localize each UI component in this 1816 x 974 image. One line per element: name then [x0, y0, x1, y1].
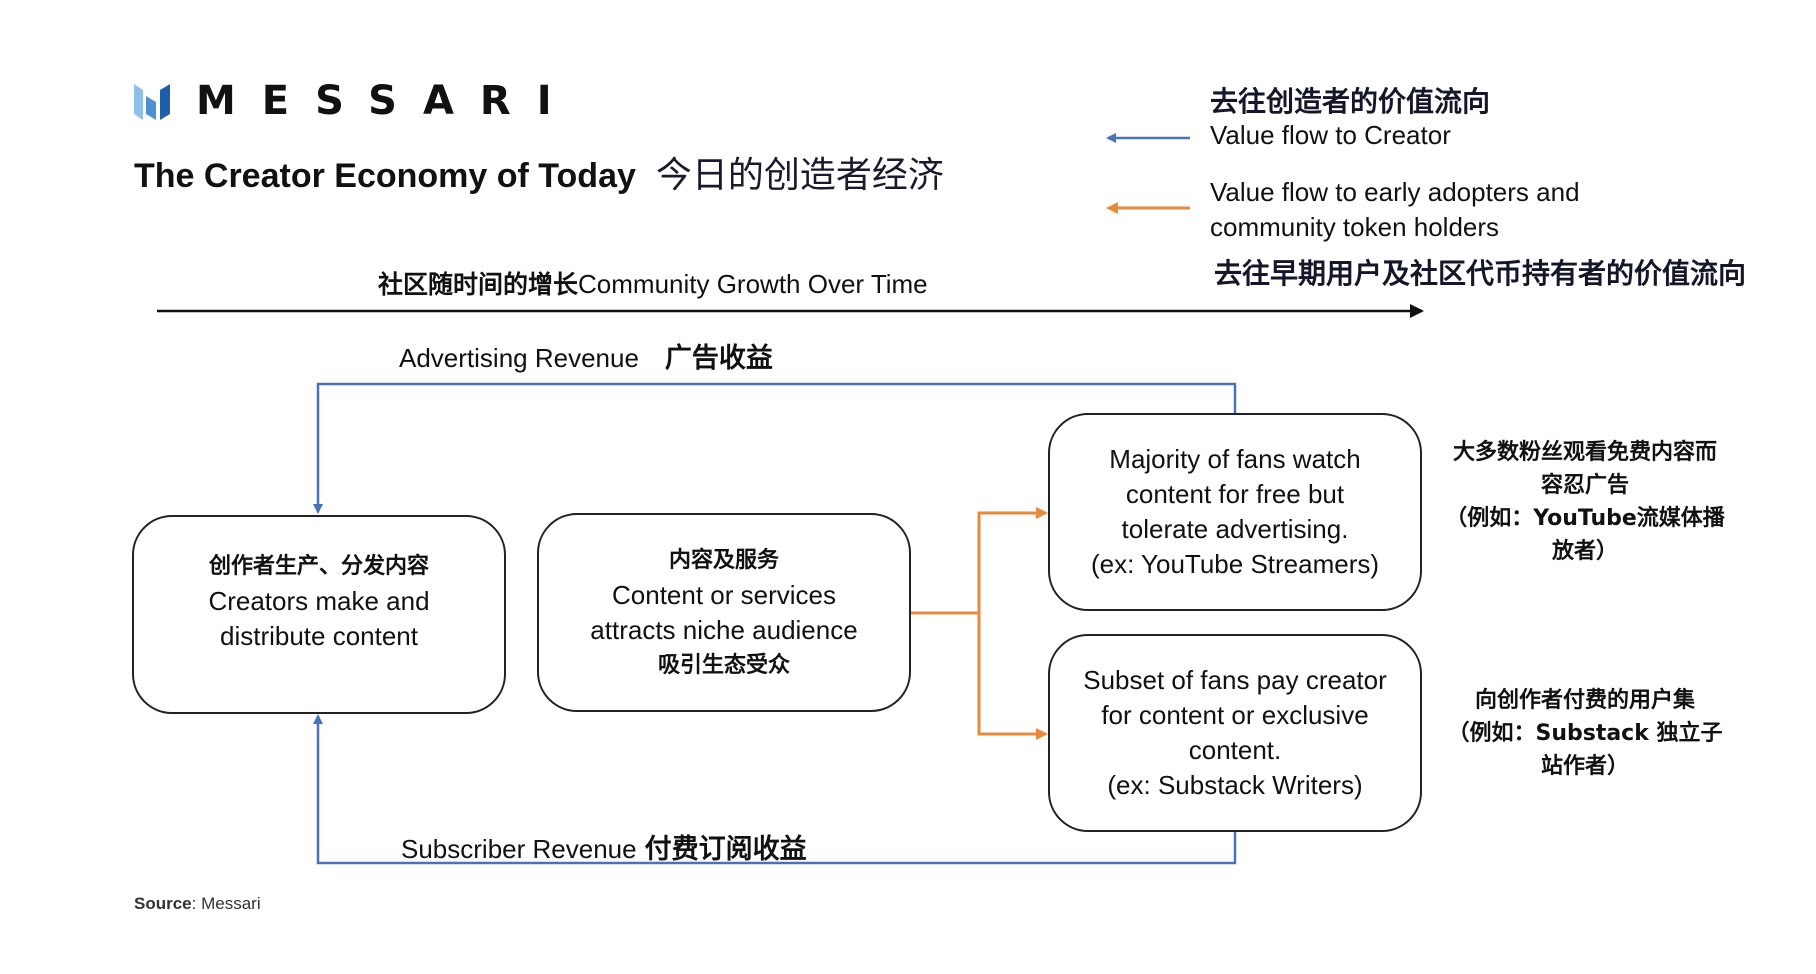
- majority-note-zh: 大多数粉丝观看免费内容而 容忍广告 （例如：YouTube流媒体播 放者）: [1432, 436, 1738, 568]
- content-box-zh-bottom: 吸引生态受众: [657, 652, 790, 678]
- title-zh: 今日的创造者经济: [655, 155, 944, 196]
- subset-note-zh: 向创作者付费的用户集 （例如：Substack 独立子 站作者）: [1440, 684, 1730, 783]
- majority-box-line4: (ex: YouTube Streamers): [1090, 549, 1380, 579]
- subset-box-line1: Subset of fans pay creator: [1083, 665, 1387, 695]
- advertising-revenue-label: Advertising Revenue 广告收益: [399, 336, 773, 375]
- timeline-label: 社区随时间的增长Community Growth Over Time: [378, 265, 928, 301]
- subset-box-line2: for content or exclusive: [1101, 700, 1369, 730]
- creators-box-zh: 创作者生产、分发内容: [208, 554, 429, 579]
- subset-box-line3: content.: [1188, 735, 1282, 765]
- timeline-label-zh: 社区随时间的增长: [378, 270, 579, 299]
- messari-logo-icon: [134, 84, 170, 120]
- source-label: Source: [134, 894, 192, 913]
- subscriber-flow-line: [313, 714, 1237, 865]
- creators-box-en-line1: Creators make and: [208, 586, 430, 616]
- subset-note-line2: （例如：Substack 独立子: [1447, 721, 1723, 746]
- majority-box-line3: tolerate advertising.: [1121, 514, 1349, 544]
- advertising-flow-line: [313, 382, 1237, 514]
- subscriber-label-en: Subscriber Revenue: [401, 834, 637, 864]
- legend-orange-label-line1: Value flow to early adopters and: [1210, 177, 1580, 207]
- source-value: : Messari: [191, 894, 261, 913]
- content-box: 内容及服务 Content or services attracts niche…: [537, 513, 911, 712]
- subscriber-label-zh: 付费订阅收益: [644, 834, 807, 865]
- orange-flow-to-majority: [977, 507, 1048, 613]
- content-box-zh-top: 内容及服务: [668, 547, 779, 573]
- majority-box-line1: Majority of fans watch: [1109, 444, 1361, 474]
- legend-orange-footer: 去往早期用户及社区代币持有者的价值流向: [1214, 257, 1747, 290]
- subset-box-line4: (ex: Substack Writers): [1107, 770, 1363, 800]
- majority-note-line3: （例如：YouTube流媒体播: [1445, 506, 1725, 531]
- majority-box-line2: content for free but: [1125, 479, 1345, 509]
- timeline-label-en: Community Growth Over Time: [578, 269, 928, 299]
- title-en: The Creator Economy of Today: [134, 157, 636, 195]
- legend-orange-label-line2: community token holders: [1210, 212, 1500, 242]
- source-note: Source: Messari: [134, 894, 261, 914]
- legend-blue-heading: 去往创造者的价值流向: [1210, 85, 1491, 118]
- page-title: The Creator Economy of Today 今日的创造者经济: [134, 146, 944, 198]
- orange-flow-to-subset: [977, 613, 1048, 740]
- legend-blue-label: Value flow to Creator: [1210, 120, 1451, 150]
- subset-fans-box: Subset of fans pay creator for content o…: [1048, 634, 1422, 832]
- majority-note-line1: 大多数粉丝观看免费内容而: [1452, 440, 1717, 465]
- content-box-en-line1: Content or services: [612, 579, 836, 610]
- creators-box: 创作者生产、分发内容 Creators make and distribute …: [132, 515, 506, 714]
- creators-box-en-line2: distribute content: [219, 621, 418, 651]
- messari-logo: MESSARI: [134, 78, 578, 124]
- content-box-en-line2: attracts niche audience: [590, 614, 858, 645]
- advertising-label-en: Advertising Revenue: [399, 343, 639, 373]
- majority-fans-box: Majority of fans watch content for free …: [1048, 413, 1422, 611]
- logo-wordmark: MESSARI: [196, 78, 578, 124]
- advertising-label-zh: 广告收益: [664, 343, 773, 374]
- majority-note-line2: 容忍广告: [1540, 473, 1629, 498]
- subset-note-line3: 站作者）: [1540, 754, 1629, 779]
- subset-note-line1: 向创作者付费的用户集: [1474, 688, 1695, 713]
- majority-note-line4: 放者）: [1551, 539, 1618, 564]
